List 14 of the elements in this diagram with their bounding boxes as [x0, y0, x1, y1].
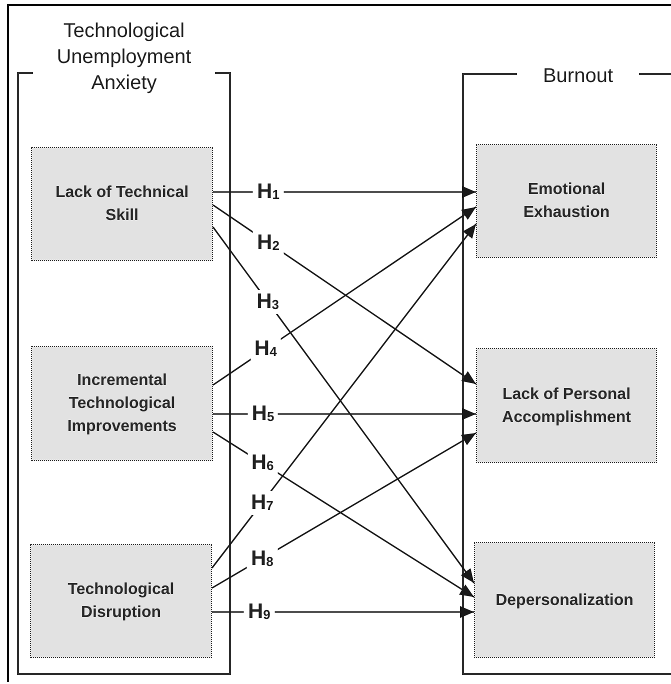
- factor-label: Emotional Exhaustion: [522, 180, 611, 223]
- factor-box: [31, 147, 213, 261]
- factor-box: [31, 346, 213, 461]
- factor-label: Incremental Technological Improvements: [66, 371, 178, 437]
- factor-label: Lack of Personal Accomplishment: [501, 384, 632, 428]
- factor-label: Depersonalization: [496, 590, 634, 610]
- factor-box: [474, 542, 655, 658]
- factor-box: [30, 544, 212, 658]
- arrow: [213, 408, 476, 420]
- factor-label: Lack of Technical Skill: [54, 183, 190, 226]
- factor-label: Technological Disruption: [66, 580, 176, 623]
- factor-box: [476, 144, 657, 258]
- arrow: [212, 606, 474, 618]
- factor-box: [476, 348, 657, 463]
